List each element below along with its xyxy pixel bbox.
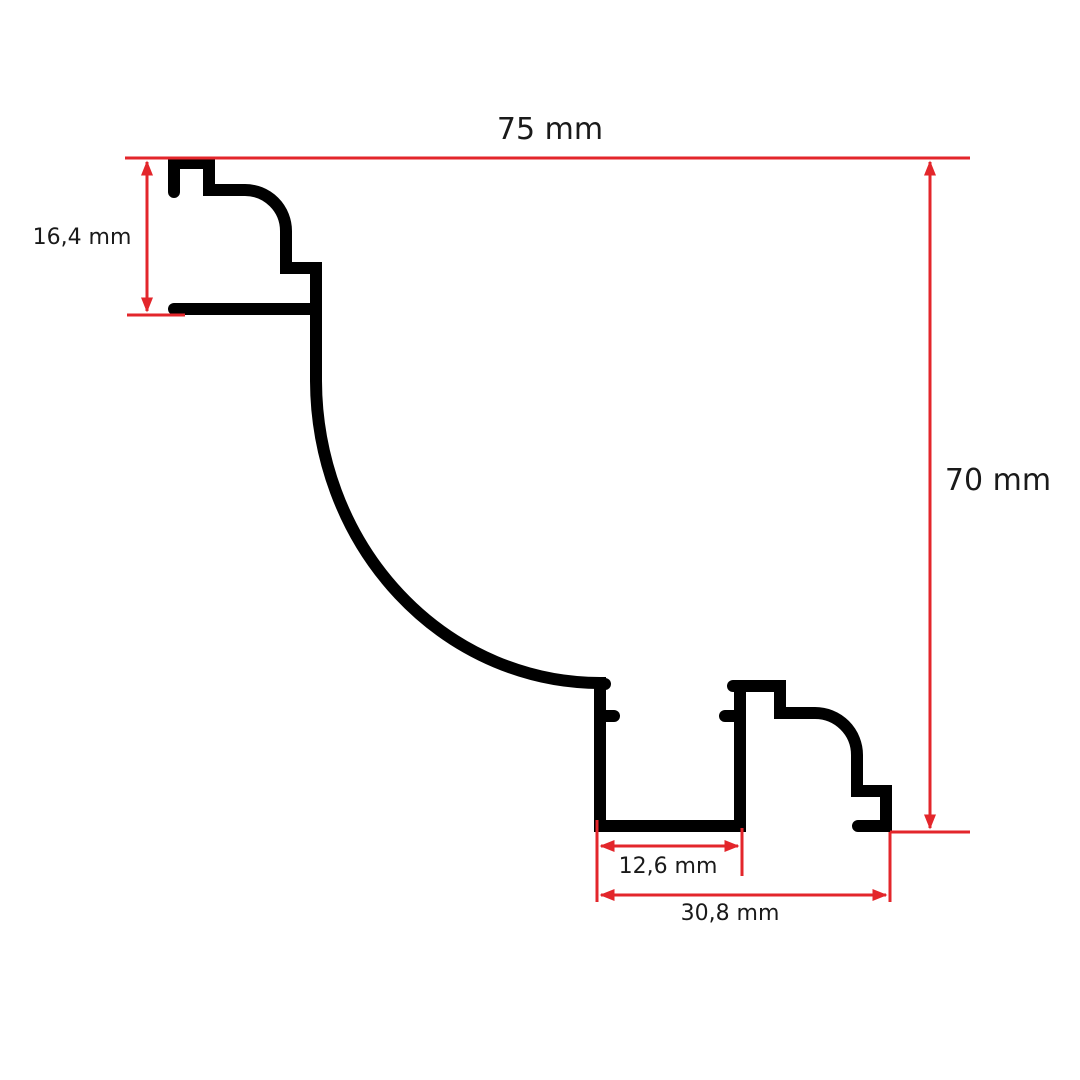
- aluminium-profile: [168, 157, 892, 832]
- width-label: 75 mm: [497, 112, 603, 147]
- height-label: 70 mm: [945, 463, 1051, 498]
- dimension-lines: [125, 156, 970, 902]
- profile-outline: [168, 157, 892, 832]
- flange-height-label: 16,4 mm: [33, 225, 132, 250]
- channel-width-label: 12,6 mm: [619, 854, 718, 879]
- base-width-label: 30,8 mm: [681, 901, 780, 926]
